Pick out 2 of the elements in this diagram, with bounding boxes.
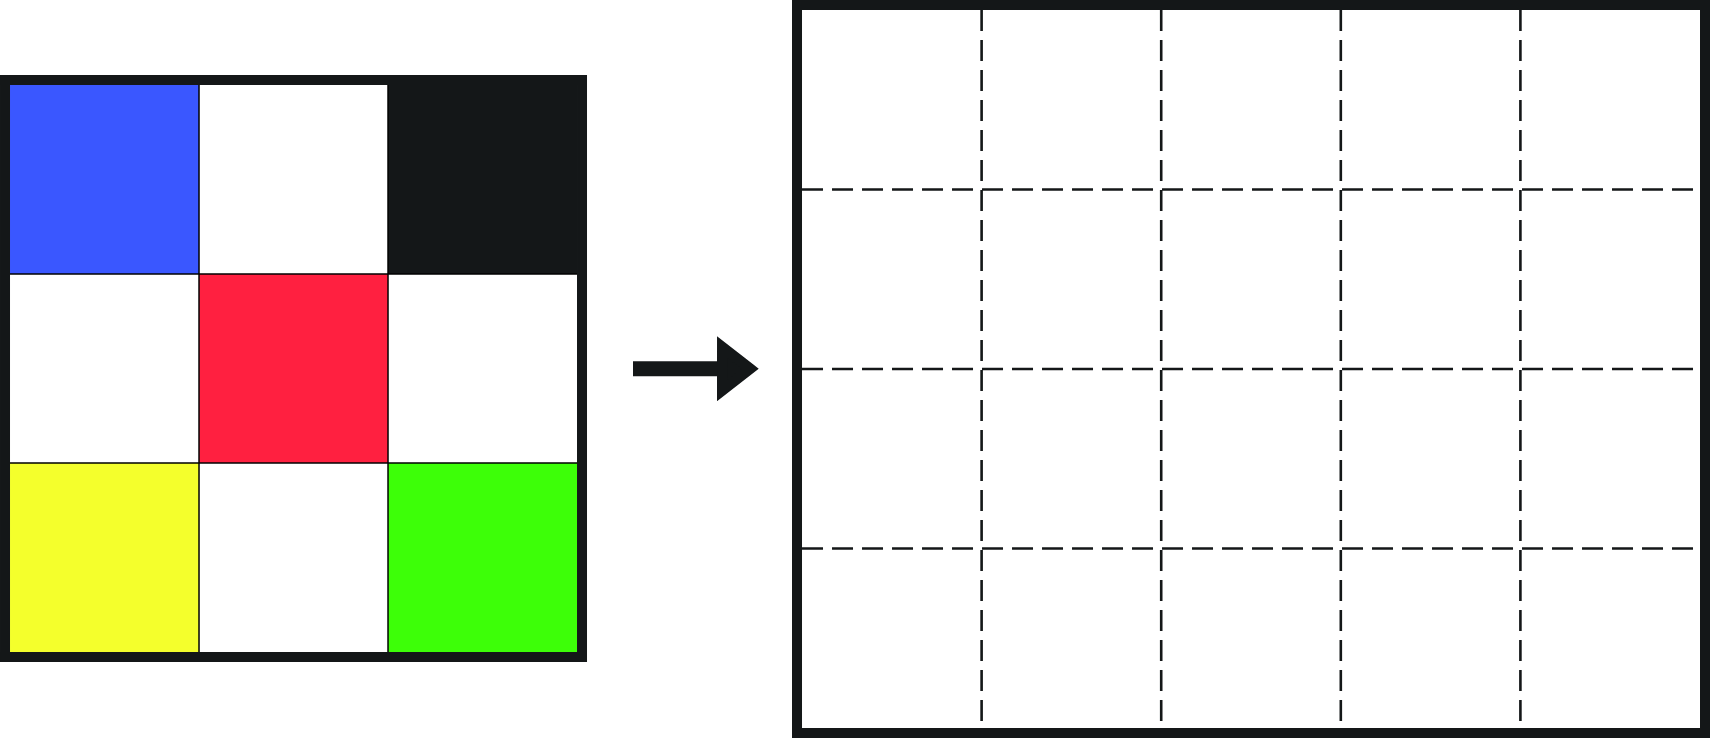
dashed-grid bbox=[792, 0, 1710, 738]
color-grid bbox=[0, 75, 587, 662]
